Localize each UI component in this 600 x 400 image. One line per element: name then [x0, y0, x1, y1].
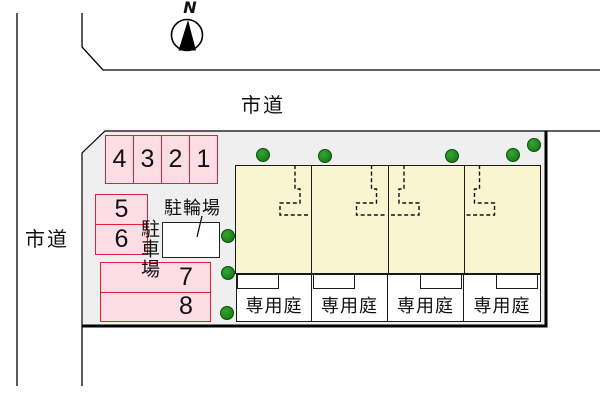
parking-space-7-label: 7: [179, 262, 193, 291]
tree-icon: [220, 306, 234, 320]
unit-1: [236, 166, 311, 273]
garden-label: 専用庭: [321, 296, 378, 316]
parking-space-5: 5: [114, 195, 129, 223]
tree-icon: [221, 229, 235, 243]
unit-3: [387, 166, 464, 273]
parking-mid-stack: 5 6: [95, 194, 148, 255]
parking-space-4: 4: [112, 145, 127, 173]
porch-unit-3: [420, 274, 462, 289]
parking-space-8-label: 8: [179, 292, 193, 321]
porch-unit-2: [313, 274, 355, 289]
unit-2: [311, 166, 387, 273]
parking-space-7: 7: [101, 263, 210, 292]
porch-unit-1: [237, 274, 279, 289]
parking-space-2: 2: [161, 136, 189, 183]
tree-icon: [445, 149, 459, 163]
tree-icon: [527, 138, 541, 152]
parking-space-8: 8: [101, 291, 210, 322]
tree-icon: [506, 148, 520, 162]
left-road-label: 市道: [25, 228, 69, 251]
compass-north-icon: [170, 18, 204, 52]
tree-icon: [318, 149, 332, 163]
garden-label: 専用庭: [473, 296, 531, 316]
compass-north-label: N: [183, 0, 197, 17]
top-road-label: 市道: [241, 94, 285, 117]
rowhouse-building: [235, 165, 541, 274]
site-boundary-thick: [82, 131, 548, 328]
parking-space-1: 1: [189, 136, 217, 183]
garden-label: 専用庭: [245, 296, 303, 316]
left-road-inner-edge-and-top-road-upper-edge: [81, 13, 600, 71]
tree-icon: [256, 148, 270, 162]
tree-icon: [221, 266, 235, 280]
parking-row-top: 4 3 2 1: [105, 135, 218, 184]
porch-unit-4: [496, 274, 538, 289]
bicycle-parking-box: [162, 222, 220, 258]
garden-label: 専用庭: [397, 296, 454, 316]
bicycle-parking-label: 駐輪場: [164, 197, 221, 218]
parking-bottom-stack: 7 8: [100, 262, 211, 322]
unit-4: [463, 166, 540, 273]
car-parking-label: 駐車場: [138, 219, 159, 279]
parking-space-3: 3: [133, 136, 161, 183]
parking-space-6: 6: [96, 224, 147, 254]
